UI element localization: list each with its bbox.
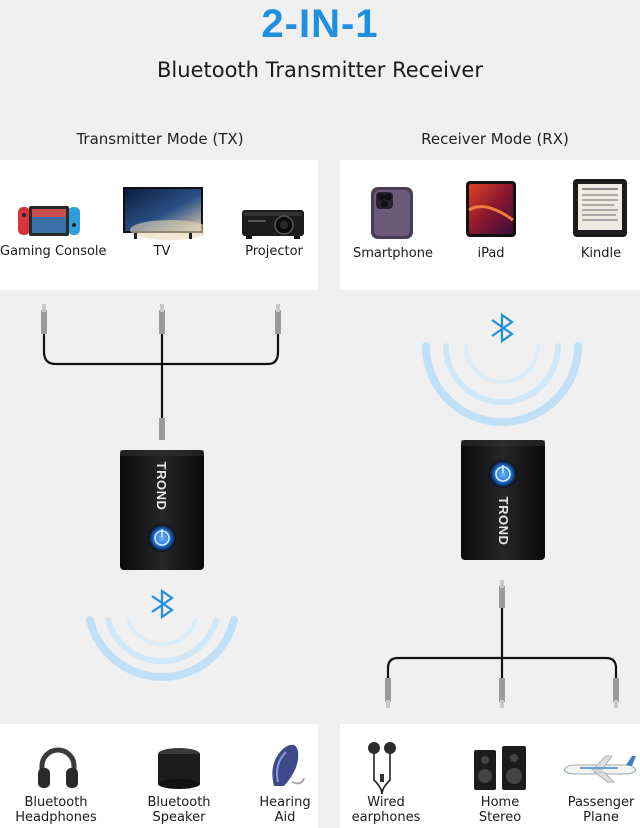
output-label-plane-line2: Plane	[583, 810, 619, 825]
source-label-kindle: Kindle	[580, 246, 622, 261]
output-label-earphones-line2: earphones	[351, 810, 421, 825]
tv-icon	[122, 186, 204, 240]
tx-bluetooth-waves	[86, 616, 238, 681]
receiver-device	[461, 440, 545, 560]
headphones-icon	[36, 744, 80, 792]
output-label-speaker: Bluetooth Speaker	[130, 795, 228, 825]
source-label-ipad: iPad	[477, 246, 505, 261]
tx-jack-plugs	[41, 304, 281, 440]
rx-bluetooth-icon	[491, 312, 514, 344]
smartphone-icon	[370, 186, 414, 240]
output-label-headphones-line1: Bluetooth	[24, 795, 88, 810]
output-label-hearing-aid-line1: Hearing	[259, 795, 311, 810]
output-label-hearing-aid-line2: Aid	[274, 810, 296, 825]
output-label-earphones: Wired earphones	[340, 795, 432, 825]
output-label-plane: Passenger Plane	[562, 795, 640, 825]
tx-splitter-cable	[42, 334, 280, 420]
gaming-console-icon	[18, 205, 80, 237]
output-label-speaker-line1: Bluetooth	[147, 795, 211, 810]
receiver-mode-title: Receiver Mode (RX)	[421, 130, 569, 148]
transmitter-mode-title: Transmitter Mode (TX)	[76, 130, 244, 148]
connection-diagram	[0, 290, 640, 730]
ipad-icon	[465, 180, 517, 238]
headline: 2-IN-1	[261, 2, 379, 46]
rx-jack-plugs	[385, 580, 619, 708]
home-stereo-icon	[472, 746, 528, 792]
tx-device-brand: TROND	[154, 461, 169, 511]
source-label-gaming-console: Gaming Console	[0, 244, 107, 259]
rx-device-brand: TROND	[496, 496, 511, 546]
output-label-hearing-aid: Hearing Aid	[246, 795, 324, 825]
rx-splitter-cable	[386, 606, 618, 678]
plane-icon	[562, 752, 638, 784]
subheadline: Bluetooth Transmitter Receiver	[157, 58, 483, 82]
projector-icon	[240, 208, 306, 240]
tx-bluetooth-icon	[151, 588, 174, 620]
output-label-earphones-line1: Wired	[367, 795, 405, 810]
earphones-icon	[364, 740, 404, 796]
output-label-home-stereo-line2: Stereo	[478, 810, 522, 825]
source-label-smartphone: Smartphone	[352, 246, 433, 261]
output-label-home-stereo-line1: Home	[480, 795, 520, 810]
hearing-aid-icon	[262, 742, 308, 792]
kindle-icon	[572, 178, 628, 238]
transmitter-device	[120, 450, 204, 570]
source-label-projector: Projector	[245, 244, 303, 259]
output-label-speaker-line2: Speaker	[152, 810, 206, 825]
output-label-headphones: Bluetooth Headphones	[6, 795, 106, 825]
source-label-tv: TV	[153, 244, 171, 259]
speaker-icon	[156, 746, 202, 790]
output-label-plane-line1: Passenger	[567, 795, 635, 810]
output-label-headphones-line2: Headphones	[15, 810, 97, 825]
rx-bluetooth-waves	[422, 342, 582, 426]
output-label-home-stereo: Home Stereo	[462, 795, 538, 825]
